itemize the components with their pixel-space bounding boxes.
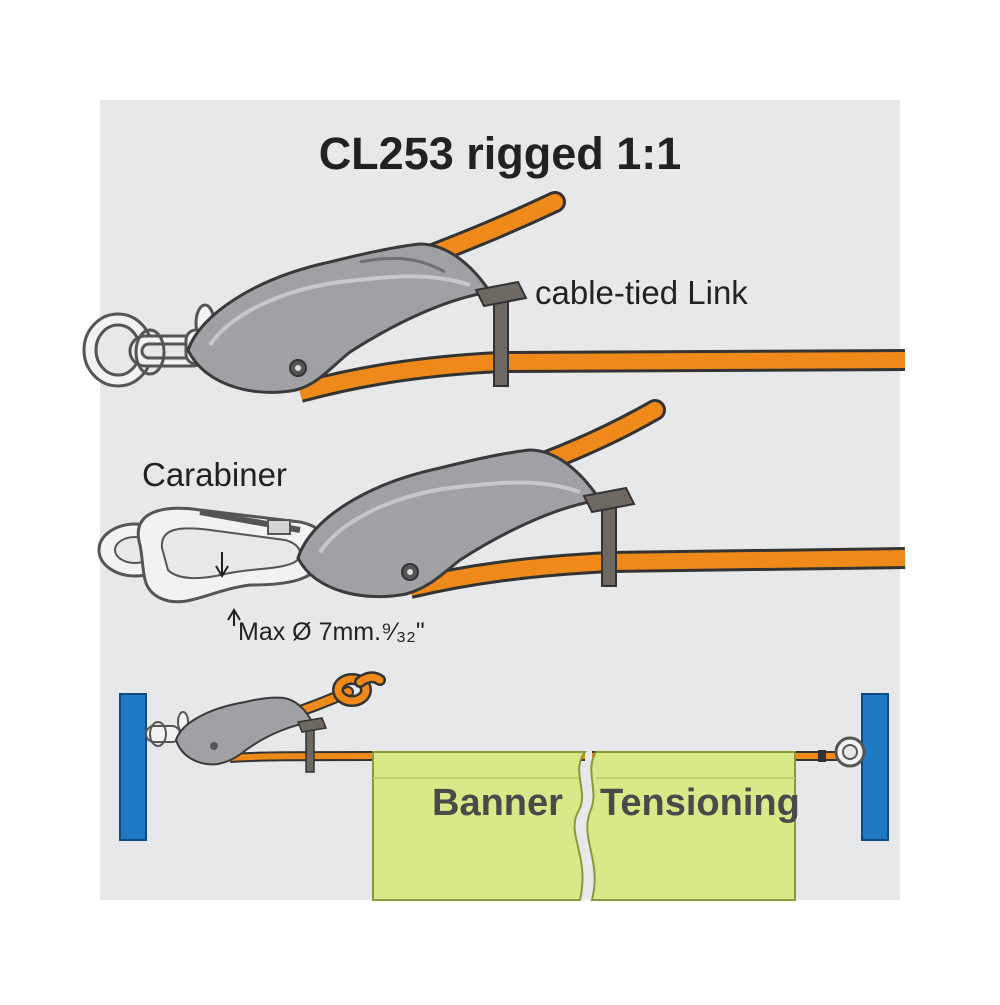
rope-cleat-icon bbox=[186, 242, 493, 394]
dimension-arrow-top bbox=[215, 552, 229, 578]
post-left bbox=[119, 693, 147, 841]
dimension-arrow-bottom bbox=[227, 608, 241, 626]
rope-whipping bbox=[818, 750, 826, 762]
rigging-row-carabiner bbox=[97, 399, 906, 626]
label-cable-tied-link: cable-tied Link bbox=[535, 274, 748, 311]
diagram-title: CL253 rigged 1:1 bbox=[318, 128, 682, 179]
label-carabiner: Carabiner bbox=[142, 456, 287, 493]
post-right bbox=[861, 693, 889, 841]
banner-fabric bbox=[372, 751, 796, 901]
overhand-knot-icon bbox=[332, 671, 386, 707]
cable-tie-icon bbox=[474, 280, 528, 387]
banner-text-left: Banner bbox=[432, 782, 563, 824]
cable-tie-icon-2 bbox=[582, 486, 636, 587]
ring-icon-right bbox=[834, 736, 866, 768]
banner-tensioning-scene bbox=[119, 671, 889, 901]
rigging-row-cable-tied bbox=[82, 191, 906, 403]
carabiner-icon bbox=[136, 506, 330, 626]
cable-tie-icon-small bbox=[296, 717, 328, 773]
banner-text-right: Tensioning bbox=[600, 782, 800, 824]
label-max-diameter: Max Ø 7mm.⁹⁄₃₂" bbox=[238, 618, 425, 646]
